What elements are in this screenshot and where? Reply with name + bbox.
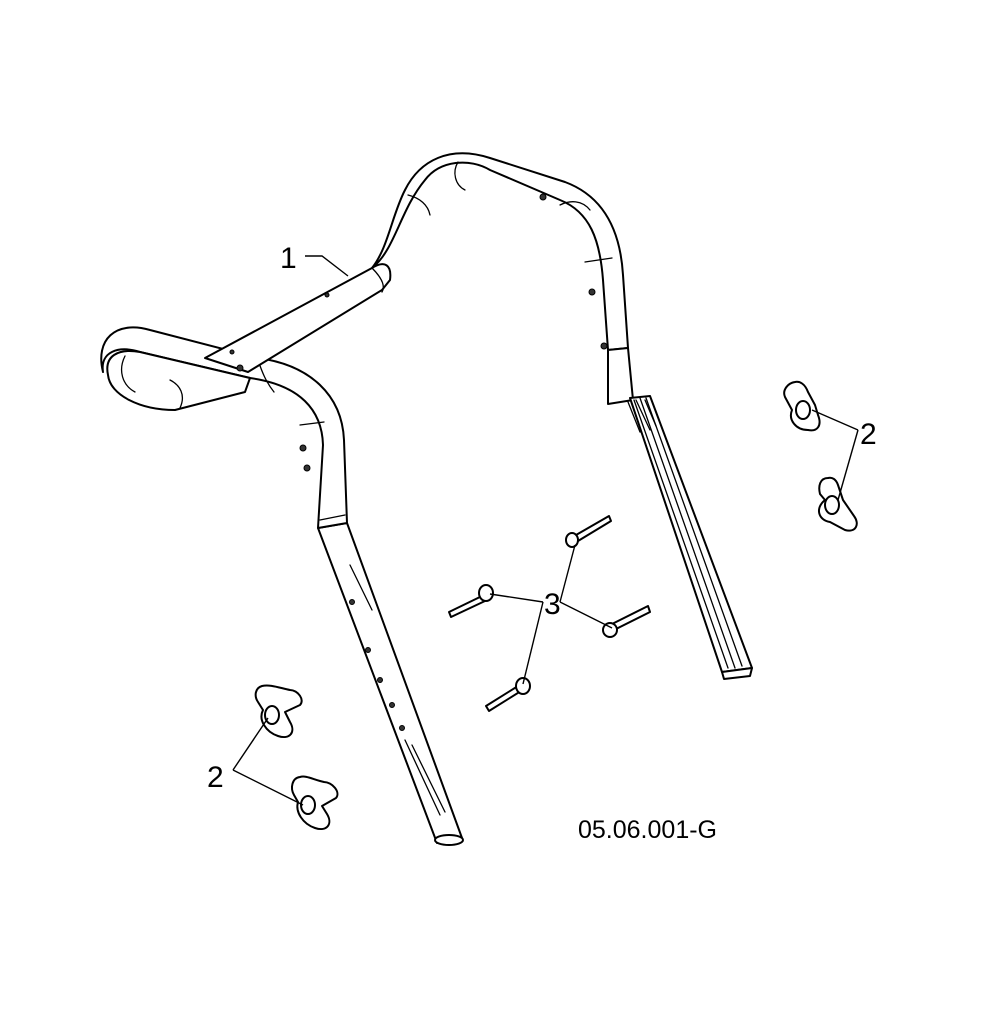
leader-lines xyxy=(232,255,859,806)
knob-upper-right xyxy=(783,380,821,432)
callout-2-knob-right: 2 xyxy=(860,418,877,451)
callout-2-knob-left: 2 xyxy=(207,761,224,794)
drawing-code: 05.06.001-G xyxy=(578,816,717,844)
bolt-left xyxy=(448,584,494,618)
callout-1-handle: 1 xyxy=(280,242,297,275)
callout-3-bolt: 3 xyxy=(544,588,561,621)
bolt-right xyxy=(602,605,651,638)
bolt-top xyxy=(565,515,612,548)
knob-lower-left xyxy=(291,775,339,830)
knob-lower-right xyxy=(818,476,858,532)
bolt-bottom xyxy=(485,677,531,712)
knob-upper-left xyxy=(254,684,303,738)
handle-part xyxy=(100,152,753,846)
